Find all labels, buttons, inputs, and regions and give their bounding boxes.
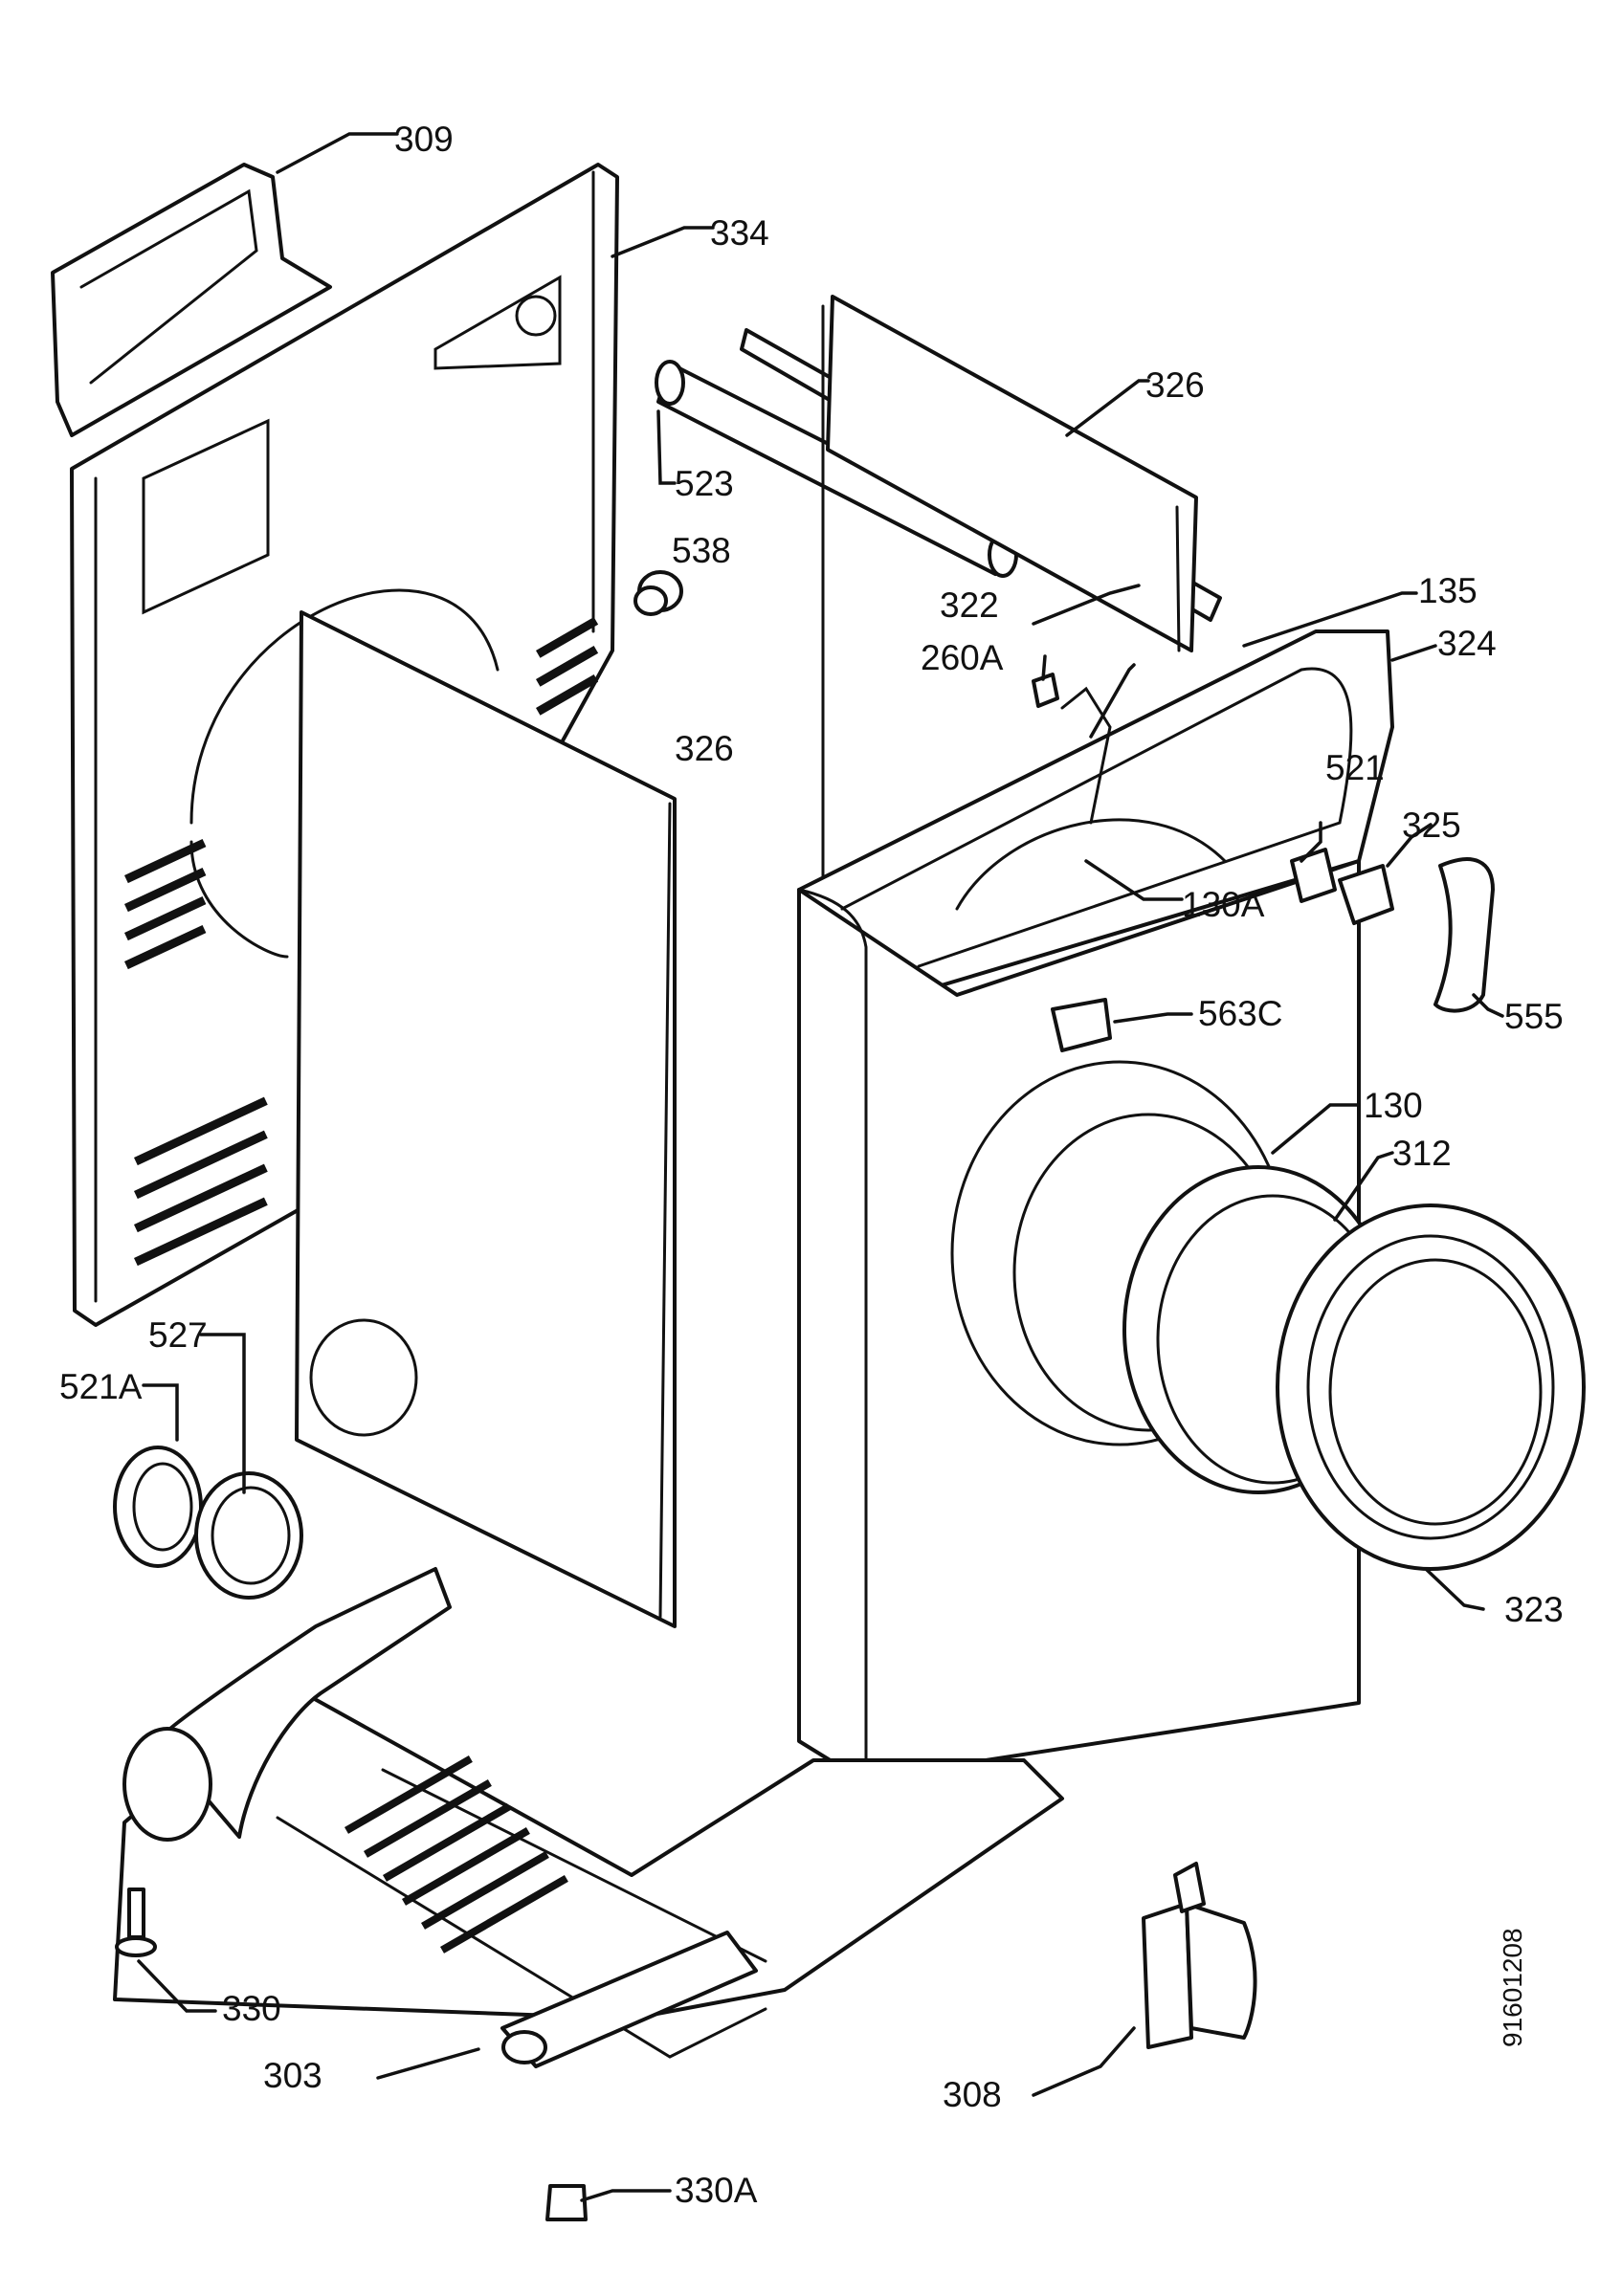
label-334: 334 <box>710 213 769 253</box>
label-322: 322 <box>940 585 999 625</box>
part-330a-foot <box>545 2184 588 2221</box>
label-330a: 330A <box>675 2171 758 2210</box>
part-527-ring <box>194 1471 303 1600</box>
part-521-switch <box>1290 848 1337 903</box>
label-260a: 260A <box>921 638 1004 677</box>
label-303: 303 <box>263 2056 322 2095</box>
label-308: 308 <box>943 2075 1002 2114</box>
part-324-front-housing <box>797 629 1394 1781</box>
label-130: 130 <box>1364 1086 1423 1125</box>
label-527: 527 <box>148 1315 208 1355</box>
part-303-base-tray <box>113 1567 1064 2068</box>
label-330: 330 <box>222 1989 281 2028</box>
label-324: 324 <box>1437 624 1497 663</box>
label-523: 523 <box>675 464 734 503</box>
label-130a: 130A <box>1182 885 1265 924</box>
label-521a: 521A <box>59 1367 143 1406</box>
part-309-top-frame <box>51 163 332 437</box>
part-326-top-panel <box>821 295 1198 882</box>
label-563c: 563C <box>1198 994 1282 1033</box>
part-555-cover <box>1433 857 1495 1013</box>
label-135: 135 <box>1418 571 1478 610</box>
label-312: 312 <box>1392 1134 1452 1173</box>
label-326-top: 326 <box>1145 365 1205 405</box>
leader-lines <box>137 132 1504 2202</box>
label-309: 309 <box>394 120 454 159</box>
part-521a-ring <box>113 1446 203 1568</box>
part-325-latch <box>1338 864 1394 925</box>
label-326-side: 326 <box>675 729 734 768</box>
label-521: 521 <box>1325 748 1385 787</box>
part-538-grommet <box>633 570 683 616</box>
part-563c-connector <box>1051 998 1112 1052</box>
part-308-hinge <box>1142 1862 1257 2049</box>
part-323-door-frame <box>1276 1203 1586 1571</box>
label-538: 538 <box>672 531 731 570</box>
part-260a-clip <box>1032 673 1059 708</box>
document-id: 91601208 <box>1498 1928 1527 2047</box>
part-330-foot <box>115 1888 157 1957</box>
part-326-side-panel <box>295 610 677 1628</box>
label-555: 555 <box>1504 997 1564 1036</box>
label-325: 325 <box>1402 806 1461 845</box>
label-323: 323 <box>1504 1590 1564 1629</box>
